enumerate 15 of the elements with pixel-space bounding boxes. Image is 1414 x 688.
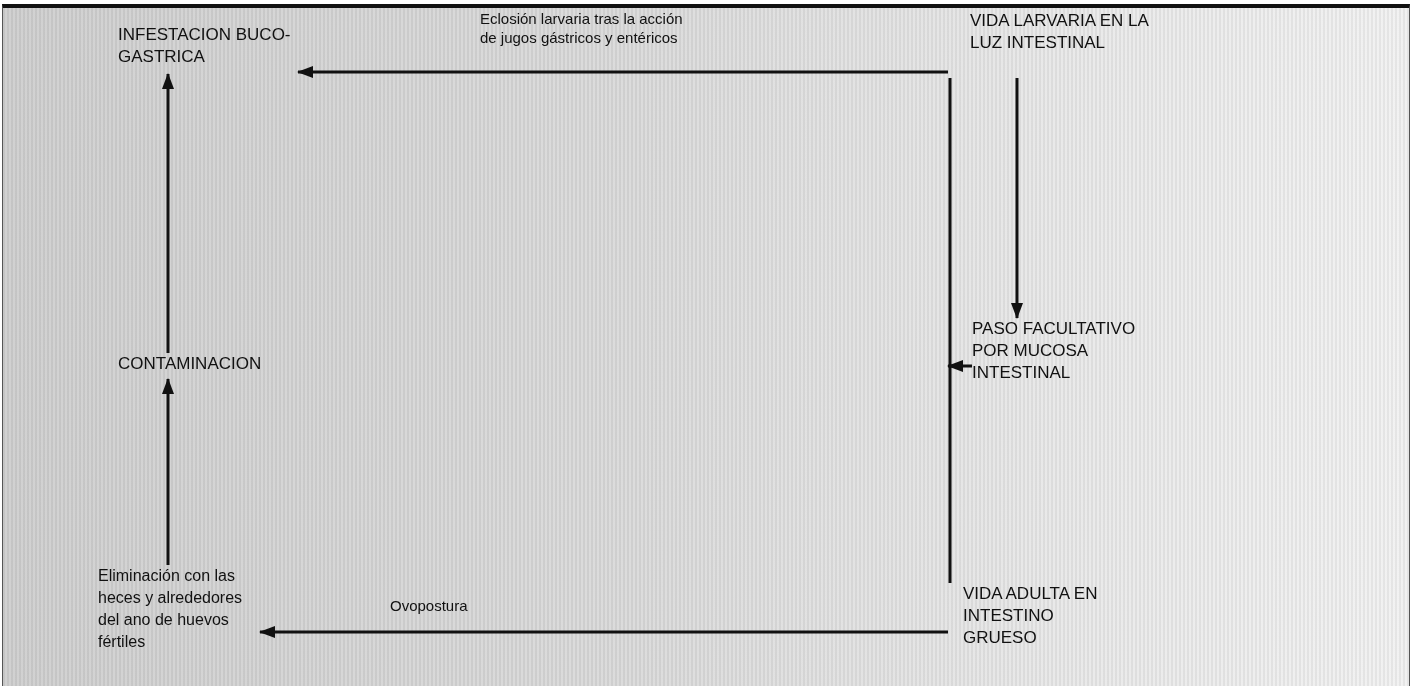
arrow [947,360,972,372]
arrow [297,66,948,78]
arrow [162,378,174,565]
connector-line [948,78,952,583]
stage-label: PASO FACULTATIVO POR MUCOSA INTESTINAL [972,318,1137,384]
arrow [259,626,948,638]
arrow [162,73,174,353]
stage-label: CONTAMINACION [118,353,263,375]
arrow [1011,78,1023,319]
stage-label: VIDA LARVARIA EN LA LUZ INTESTINAL [970,10,1150,54]
stage-description: Eliminación con las heces y alrededores del ano de huevos fértiles [98,566,244,652]
stage-label: VIDA ADULTA EN INTESTINO GRUESO [963,583,1099,649]
stage-label: INFESTACION BUCO-GASTRICA [118,24,292,68]
edge-label: Ovopostura [390,596,469,615]
edge-label: Eclosión larvaria tras la acción de jugos gástricos y entéricos [480,9,684,47]
